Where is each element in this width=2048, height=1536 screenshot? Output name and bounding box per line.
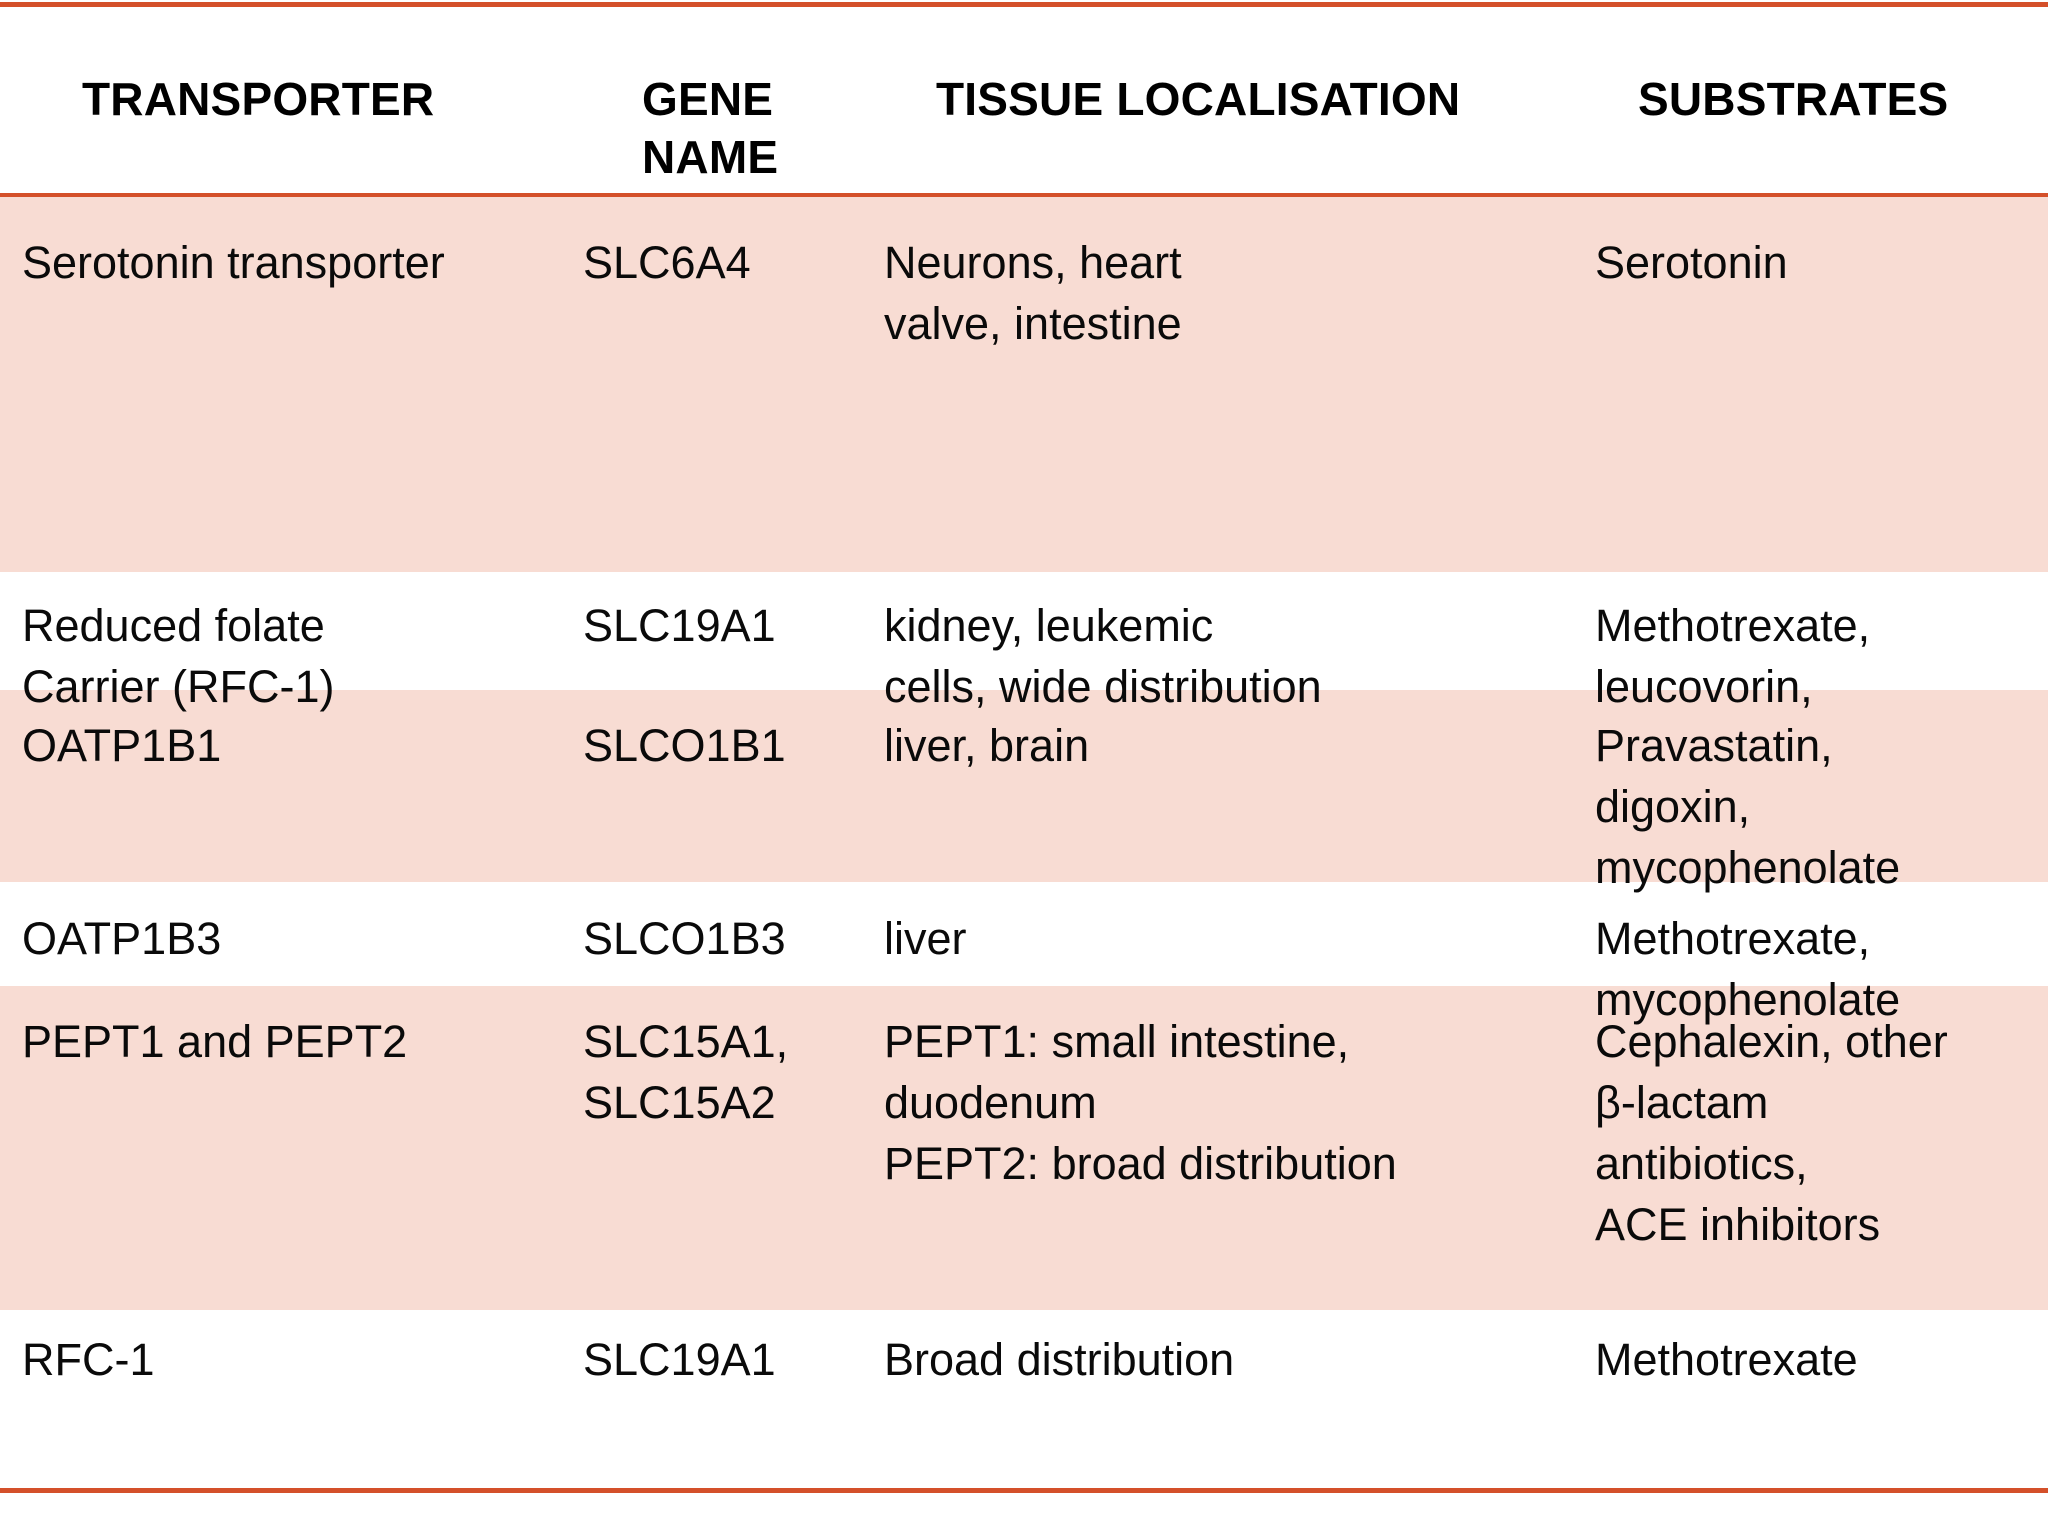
column-header-substrates: SUBSTRATES bbox=[1638, 73, 1949, 125]
table-row: Serotonin bbox=[1595, 237, 1788, 288]
table-row: SLCO1B1 bbox=[583, 720, 786, 771]
table-row: PEPT1 and PEPT2 bbox=[22, 1016, 408, 1067]
table-header-row: TRANSPORTER GENE NAME TISSUE LOCALISATIO… bbox=[0, 7, 2048, 193]
table-row: SLC19A1 bbox=[583, 1334, 776, 1385]
table-bottom-rule bbox=[0, 1488, 2048, 1493]
table-row: Neurons, heart valve, intestine bbox=[884, 237, 1182, 349]
row-band-2 bbox=[0, 572, 2048, 690]
table-row: SLCO1B3 bbox=[583, 913, 786, 964]
table-row: kidney, leukemic cells, wide distributio… bbox=[884, 600, 1322, 712]
table-row: liver, brain bbox=[884, 720, 1090, 771]
row-band-6 bbox=[0, 1310, 2048, 1488]
table-row: Pravastatin, digoxin, mycophenolate bbox=[1595, 720, 1901, 893]
table-row: RFC-1 bbox=[22, 1334, 155, 1385]
table-row: Methotrexate bbox=[1595, 1334, 1858, 1385]
row-band-3 bbox=[0, 690, 2048, 882]
table-row: Cephalexin, other β-lactam antibiotics, … bbox=[1595, 1016, 1948, 1250]
table-row: Methotrexate, mycophenolate bbox=[1595, 913, 1901, 1025]
table-row: Serotonin transporter bbox=[22, 237, 445, 288]
table-row: liver bbox=[884, 913, 967, 964]
column-header-tissue-localisation: TISSUE LOCALISATION bbox=[936, 73, 1461, 125]
row-band-1 bbox=[0, 197, 2048, 572]
row-band-5 bbox=[0, 986, 2048, 1310]
table-row: Reduced folate Carrier (RFC-1) bbox=[22, 600, 335, 712]
table-row: Methotrexate, leucovorin, bbox=[1595, 600, 1871, 712]
column-header-gene-name: GENE NAME bbox=[642, 73, 779, 183]
column-header-transporter: TRANSPORTER bbox=[82, 73, 435, 125]
table-row: OATP1B1 bbox=[22, 720, 222, 771]
table-row: Broad distribution bbox=[884, 1334, 1235, 1385]
table-row: SLC6A4 bbox=[583, 237, 751, 288]
table-row: SLC19A1 bbox=[583, 600, 776, 651]
table-row: SLC15A1, SLC15A2 bbox=[583, 1016, 789, 1128]
table-header-rule bbox=[0, 193, 2048, 197]
table-row: OATP1B3 bbox=[22, 913, 222, 964]
table-row: PEPT1: small intestine, duodenum PEPT2: … bbox=[884, 1016, 1397, 1189]
row-band-4 bbox=[0, 882, 2048, 986]
table-top-rule bbox=[0, 2, 2048, 7]
